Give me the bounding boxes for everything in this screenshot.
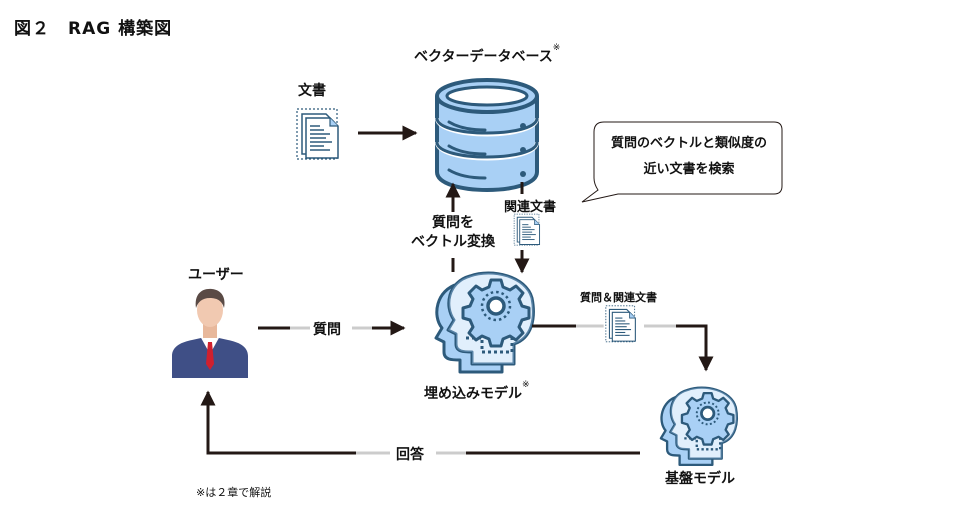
documents-icon	[296, 108, 339, 160]
query-vector-label: 質問を ベクトル変換	[405, 214, 501, 252]
documents-label: 文書	[298, 83, 326, 99]
user-avatar-icon	[172, 288, 248, 378]
query-vector-label-line-2: ベクトル変換	[411, 234, 495, 250]
foundation-model-icon	[659, 386, 739, 467]
user-label: ユーザー	[188, 267, 244, 283]
question-docs-label: 質問＆関連文書	[580, 291, 657, 304]
callout-line-1: 質問のベクトルと類似度の	[610, 136, 767, 151]
callout-bubble	[581, 121, 783, 203]
embedding-model-icon	[434, 271, 536, 374]
answer-label: 回答	[396, 447, 424, 463]
figure-title: 図２ RAG 構築図	[14, 19, 173, 39]
related-docs-label: 関連文書	[504, 200, 557, 215]
callout-text: 質問のベクトルと類似度の 近い文書を検索	[596, 131, 782, 183]
vector-db-label-text: ベクターデータベース	[414, 49, 553, 65]
embedding-model-label-text: 埋め込みモデル	[424, 386, 522, 402]
user-question-label: 質問	[313, 322, 341, 338]
footnote-mark: ※	[552, 43, 561, 53]
callout-line-2: 近い文書を検索	[643, 162, 735, 177]
footnote: ※は２章で解説	[196, 486, 272, 499]
embedding-model-label: 埋め込みモデル※	[424, 380, 530, 403]
question-docs-icon	[603, 303, 644, 349]
query-vector-label-line-1: 質問を	[432, 215, 474, 231]
foundation-model-label: 基盤モデル	[665, 471, 735, 487]
vector-db-label: ベクターデータベース※	[414, 43, 561, 66]
footnote-mark: ※	[522, 380, 530, 390]
arrow-answer	[200, 390, 640, 455]
database-icon	[435, 78, 539, 192]
